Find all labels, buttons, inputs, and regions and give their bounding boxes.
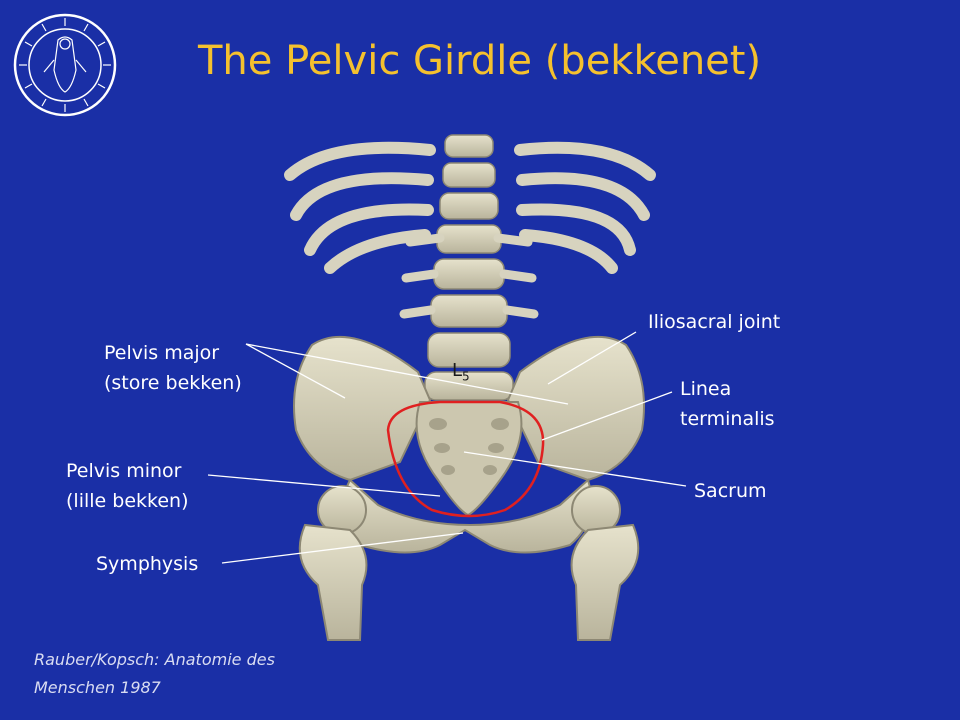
- linea-terminalis-outline: [386, 400, 545, 518]
- leader-lines: [207, 331, 687, 564]
- label-iliosacral-joint: Iliosacral joint: [648, 311, 781, 333]
- slide-title: The Pelvic Girdle (bekkenet): [198, 38, 762, 84]
- rib-cage: [284, 141, 656, 274]
- university-seal-icon: [13, 13, 117, 117]
- label-pelvis-major: Pelvis major (store bekken): [104, 342, 242, 394]
- source-credit: Rauber/Kopsch: Anatomie des Menschen 198…: [34, 650, 275, 697]
- l5-vertebra-label: L5: [452, 360, 470, 384]
- spine: [399, 134, 539, 401]
- label-pelvis-minor: Pelvis minor (lille bekken): [66, 460, 189, 512]
- label-symphysis: Symphysis: [96, 553, 199, 575]
- label-sacrum: Sacrum: [694, 480, 767, 502]
- label-linea-terminalis: Linea terminalis: [680, 378, 775, 430]
